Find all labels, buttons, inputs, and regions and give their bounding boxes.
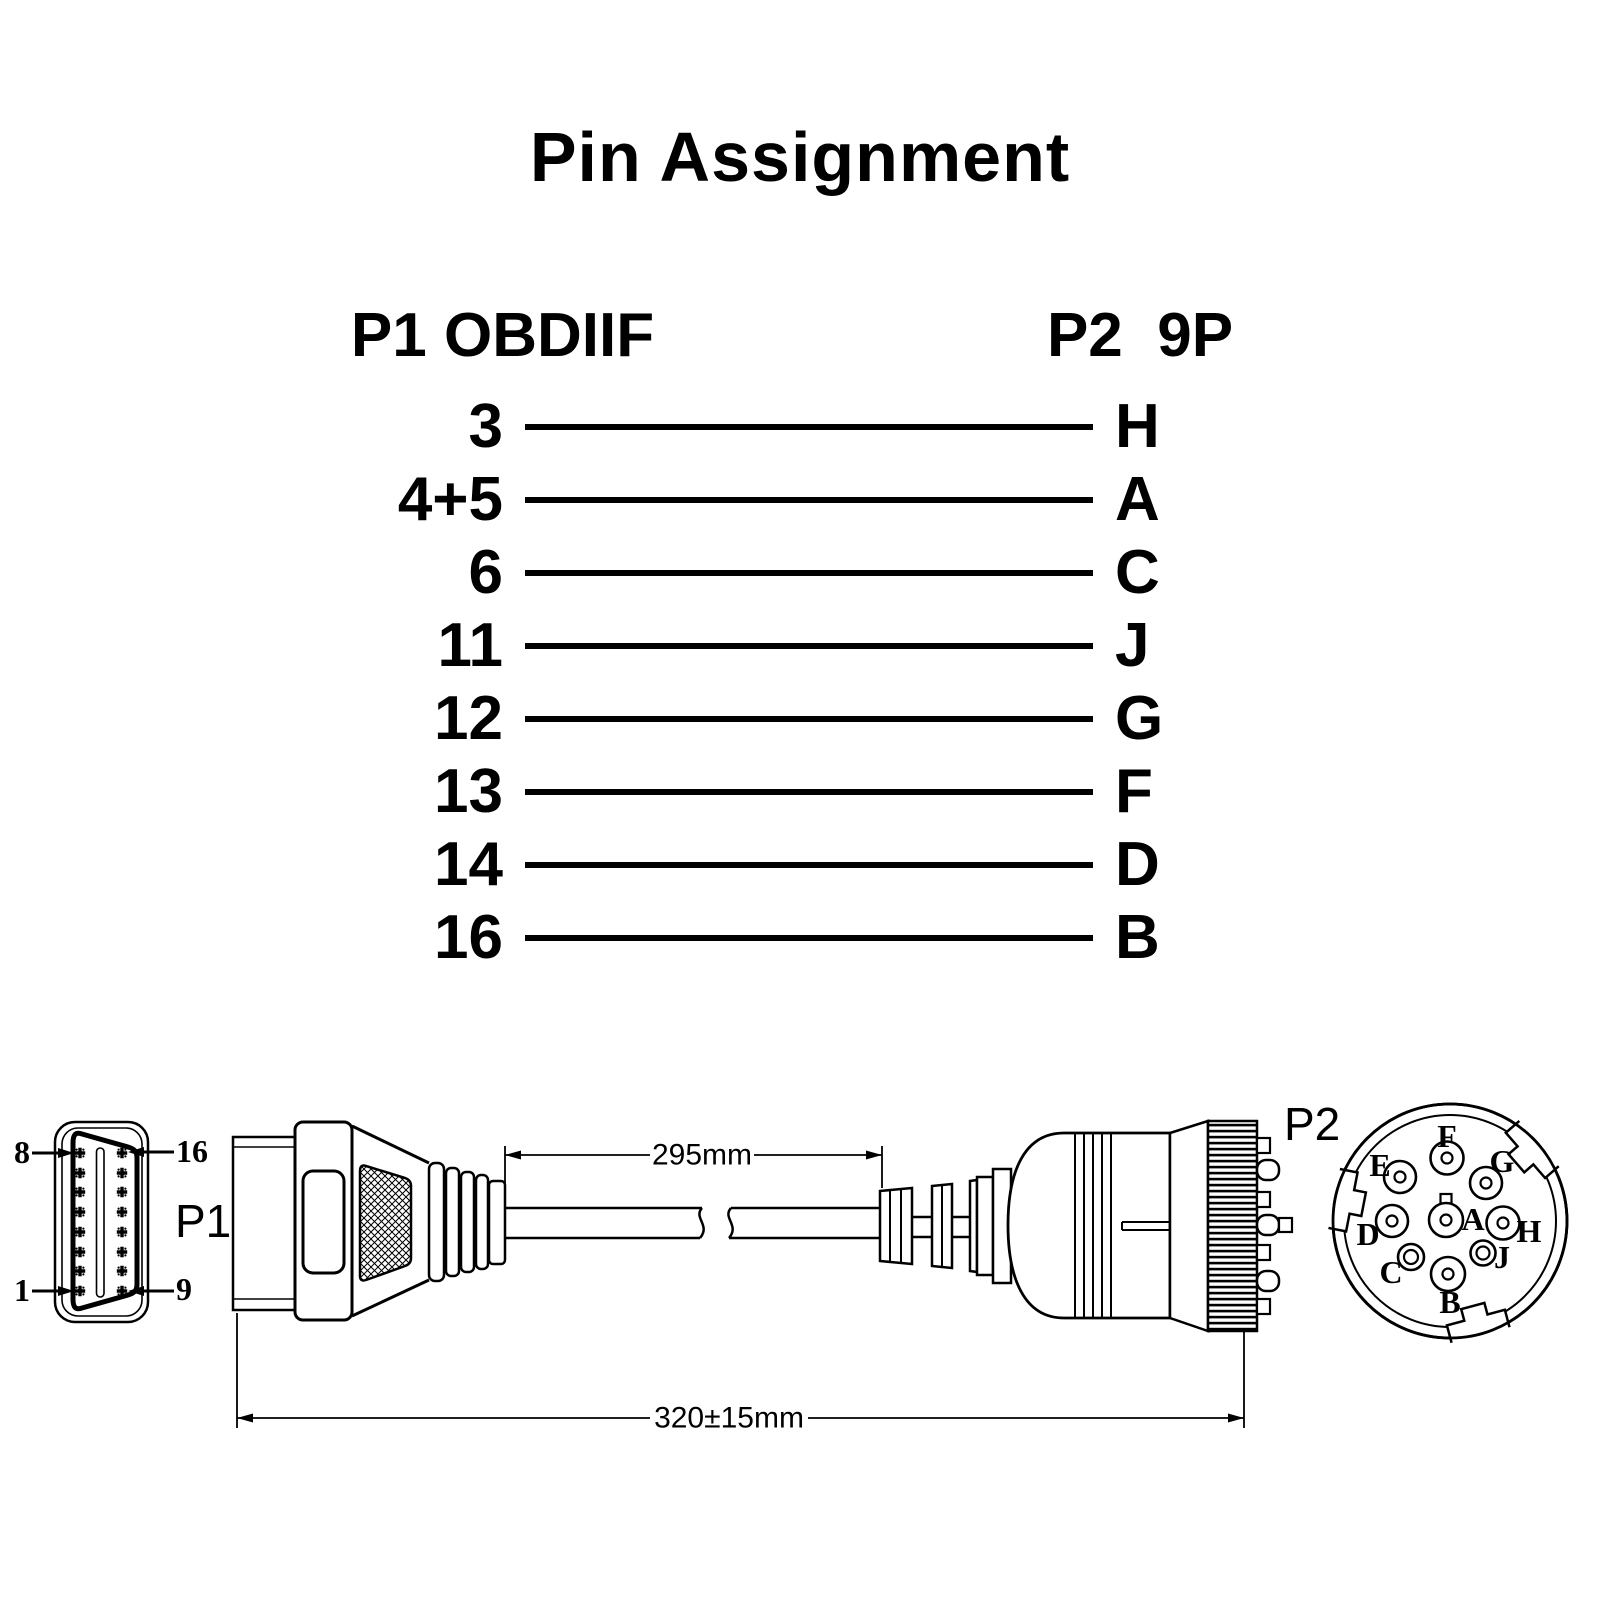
cable: [505, 1206, 880, 1240]
table-header-p1: P1 OBDIIF: [350, 301, 655, 370]
p1-pin-number: 12: [434, 684, 503, 753]
cable-length-text: 295mm: [652, 1139, 752, 1172]
cable-break-left: [698, 1207, 705, 1239]
p2-pin-letter: G: [1115, 684, 1164, 753]
pin-row: 4+5 A: [340, 463, 1163, 536]
cable-break-right: [727, 1207, 734, 1239]
p2-pin-c: C: [1379, 1254, 1402, 1290]
p2-body-ribs: [1074, 1134, 1112, 1317]
p2-pin-d: D: [1356, 1216, 1379, 1252]
connection-line: [525, 788, 1093, 795]
p1-pin-number: 4+5: [397, 465, 503, 534]
p1-pin-number: 14: [434, 830, 503, 899]
p2-pin-letter: J: [1115, 611, 1150, 680]
p2-face-view: F E G A D H C J B: [1327, 1102, 1569, 1344]
p2-pin-letter: F: [1115, 757, 1153, 826]
p2-pin-letters: F E G A D H C J B: [1356, 1118, 1541, 1320]
pin-row: 13 F: [340, 755, 1163, 828]
p1-pin9-label: 9: [176, 1271, 192, 1307]
obd2-plug-side-view: [231, 1120, 507, 1322]
table-header-p2: P2 9P: [1046, 301, 1234, 370]
page-title: Pin Assignment: [529, 117, 1071, 196]
p2-label: P2: [1284, 1098, 1340, 1150]
p2-pin-letter: C: [1115, 538, 1160, 607]
connection-line: [525, 423, 1093, 430]
p2-pin-f: F: [1437, 1118, 1457, 1154]
dimension-cable-295mm: 295mm: [504, 1139, 883, 1244]
p1-pin-number: 13: [434, 757, 503, 826]
p1-label: P1: [175, 1195, 231, 1247]
p1-pin1-label: 1: [14, 1272, 30, 1308]
connection-line: [525, 569, 1093, 576]
total-length-text: 320±15mm: [654, 1402, 804, 1435]
connection-line: [525, 715, 1093, 722]
p1-pin-number: 11: [437, 611, 503, 680]
p2-pin-letter: A: [1115, 465, 1160, 534]
p2-pin-letter: D: [1115, 830, 1160, 899]
p2-pin-letter: H: [1115, 392, 1160, 461]
connection-line: [525, 934, 1093, 941]
p2-pin-letter: B: [1115, 903, 1160, 972]
p2-pin-h: H: [1517, 1213, 1542, 1249]
connection-line: [525, 496, 1093, 503]
connection-line: [525, 642, 1093, 649]
pin-row: 14 D: [340, 828, 1163, 901]
strain-relief-ribs: [427, 1161, 507, 1283]
p2-pin-e: E: [1369, 1147, 1390, 1183]
pin-row: 12 G: [340, 682, 1163, 755]
p2-pin-a: A: [1461, 1201, 1484, 1237]
p2-knurled-ring: [1206, 1119, 1259, 1333]
p1-pin-callouts: 8 16 1 9: [14, 1133, 208, 1308]
p2-socket-pins: [1374, 1140, 1521, 1293]
connection-line: [525, 861, 1093, 868]
p1-pin8-label: 8: [14, 1134, 30, 1170]
p2-pin-b: B: [1439, 1284, 1460, 1320]
pin-row: 16 B: [340, 901, 1163, 974]
grip-hatch: [358, 1164, 413, 1282]
p1-pin16-label: 16: [176, 1133, 208, 1169]
p1-pin-number: 6: [468, 538, 503, 607]
p2-bell-body: [1006, 1131, 1172, 1320]
p1-face-view: 8 16 1 9 P1: [14, 1120, 231, 1324]
p1-pin-number: 3: [468, 392, 503, 461]
pin-row: 11 J: [340, 609, 1163, 682]
dimension-total-320mm: 320±15mm: [236, 1313, 1245, 1435]
p2-plug-side-view: P2: [878, 1098, 1340, 1333]
p1-pin-number: 16: [434, 903, 503, 972]
p2-strain-relief: [878, 1178, 979, 1274]
p2-pin-g: G: [1490, 1143, 1515, 1179]
p2-pin-j: J: [1494, 1239, 1510, 1275]
p2-contact-pins: [1255, 1136, 1294, 1316]
